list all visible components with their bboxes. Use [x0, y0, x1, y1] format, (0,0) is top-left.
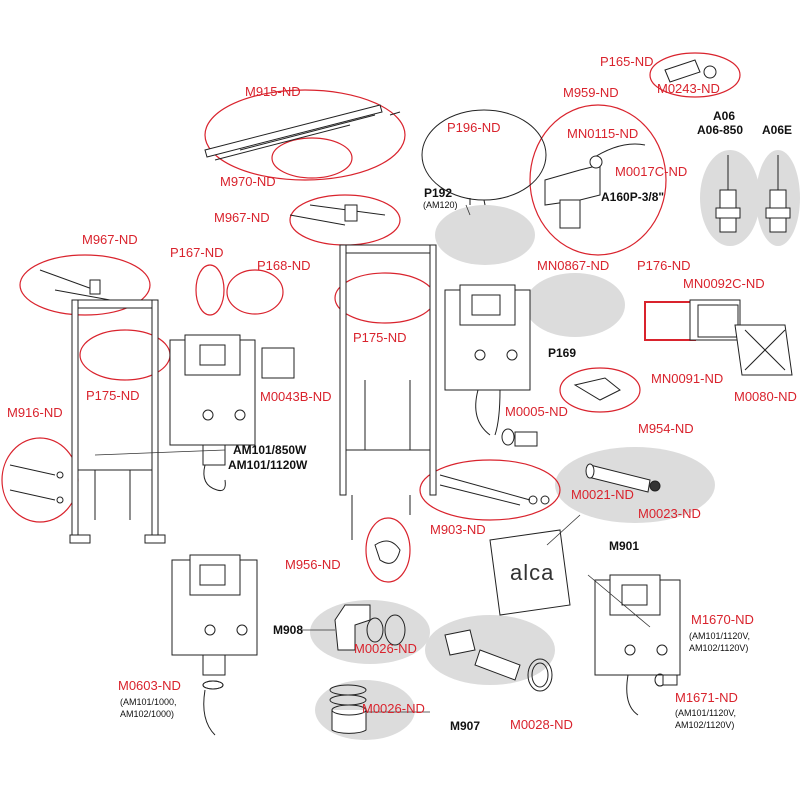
outline-m959: [529, 104, 667, 256]
label-m0603-note1: (AM101/1000,: [120, 697, 177, 707]
valve-a06: [715, 155, 741, 233]
label-p176: P176-ND: [637, 258, 691, 273]
label-p175-center: P175-ND: [353, 330, 407, 345]
label-m908: M908: [273, 623, 304, 637]
outline-m954: [559, 367, 641, 413]
label-p192-note: (AM120): [423, 200, 458, 210]
fill-valve-a160p: [544, 143, 646, 229]
flush-plate-set: [644, 299, 793, 376]
outline-m956: [365, 517, 411, 583]
cistern-3: [171, 554, 258, 736]
outline-m916: [1, 437, 79, 523]
label-m956: M956-ND: [285, 557, 341, 572]
label-m1671-note1: (AM101/1120V,: [675, 708, 737, 718]
brackets-m967a: [289, 204, 386, 226]
group-p192: [435, 205, 535, 265]
label-m915: M915-ND: [245, 84, 301, 99]
label-mn0091: MN0091-ND: [651, 371, 724, 386]
frame-am101-850w: [69, 299, 166, 544]
bolts-m916: [9, 464, 64, 504]
label-m1671-note2: AM102/1120V): [675, 720, 735, 730]
cistern-2: [444, 284, 531, 436]
label-m967-left: M967-ND: [82, 232, 138, 247]
label-mn0867: MN0867-ND: [537, 258, 610, 273]
parts-p165: [664, 59, 717, 83]
label-a160p: A160P-3/8": [601, 190, 665, 204]
label-p165: P165-ND: [600, 54, 654, 69]
label-m1670-note1: (AM101/1120V,: [689, 631, 751, 641]
cistern-1: [169, 334, 256, 491]
label-m0026-lower: M0026-ND: [362, 701, 425, 716]
seal-m0603: [202, 680, 224, 690]
seals-m907: [329, 684, 367, 734]
label-m0021: M0021-ND: [571, 487, 634, 502]
group-p169: [525, 273, 625, 337]
outline-p175b: [334, 272, 436, 324]
label-p169: P169: [548, 346, 577, 360]
plate-m0043b: [261, 347, 295, 379]
label-m907: M907: [450, 719, 481, 733]
label-a06e: A06E: [762, 123, 793, 137]
label-mn0115: MN0115-ND: [567, 126, 639, 141]
parts-m1670: [654, 673, 678, 687]
label-m954: M954-ND: [638, 421, 694, 436]
label-m959: M959-ND: [563, 85, 619, 100]
group-m0028: [425, 615, 555, 685]
outline-p167: [195, 264, 225, 316]
label-p175-left: P175-ND: [86, 388, 140, 403]
label-m0043b: M0043B-ND: [260, 389, 332, 404]
rails-m915: [204, 104, 401, 161]
elbow-m908: [334, 604, 406, 651]
label-m0026-upper: M0026-ND: [354, 641, 417, 656]
alca-logo: alca: [510, 560, 555, 585]
pipe-m0028: [444, 629, 553, 692]
label-m916: M916-ND: [7, 405, 63, 420]
valve-a06e: [765, 155, 791, 233]
label-m970: M970-ND: [220, 174, 276, 189]
outline-m967b: [19, 254, 151, 316]
label-m901: M901: [609, 539, 640, 553]
label-m0028: M0028-ND: [510, 717, 573, 732]
label-p167: P167-ND: [170, 245, 224, 260]
clip-m954: [573, 377, 621, 401]
label-am101-1120w: AM101/1120W: [228, 458, 308, 472]
outline-p168: [226, 269, 284, 315]
label-m0023: M0023-ND: [638, 506, 701, 521]
label-m903: M903-ND: [430, 522, 486, 537]
label-m967-upper: M967-ND: [214, 210, 270, 225]
cistern-4: [594, 574, 681, 716]
label-m0005: M0005-ND: [505, 404, 568, 419]
pipe-m901: [585, 463, 661, 493]
outline-m970: [271, 137, 353, 179]
label-m1670: M1670-ND: [691, 612, 754, 627]
label-mn0092c: MN0092C-ND: [683, 276, 765, 291]
label-p168: P168-ND: [257, 258, 311, 273]
label-m0243: M0243-ND: [657, 81, 720, 96]
leader-lines: [94, 204, 651, 713]
clip-m956: [374, 540, 401, 564]
bolts-m903: [439, 474, 550, 506]
label-m0603-note2: AM102/1000): [120, 709, 175, 719]
label-m0603: M0603-ND: [118, 678, 181, 693]
label-m1670-note2: AM102/1120V): [689, 643, 749, 653]
label-am101-850w: AM101/850W: [233, 443, 307, 457]
label-p192: P192: [424, 186, 453, 200]
outline-m915: [204, 89, 406, 181]
label-a06-850: A06-850: [697, 123, 744, 137]
box-alca: [489, 529, 571, 616]
label-m0080: M0080-ND: [734, 389, 797, 404]
seal-m0005: [501, 428, 538, 447]
label-p196: P196-ND: [447, 120, 501, 135]
outline-m903: [419, 459, 561, 521]
frame-center: [339, 244, 437, 540]
label-m0017c: M0017C-ND: [615, 164, 688, 179]
outline-p165: [649, 52, 741, 98]
brackets-m967b: [39, 269, 111, 301]
label-m1671: M1671-ND: [675, 690, 738, 705]
label-a06: A06: [713, 109, 736, 123]
